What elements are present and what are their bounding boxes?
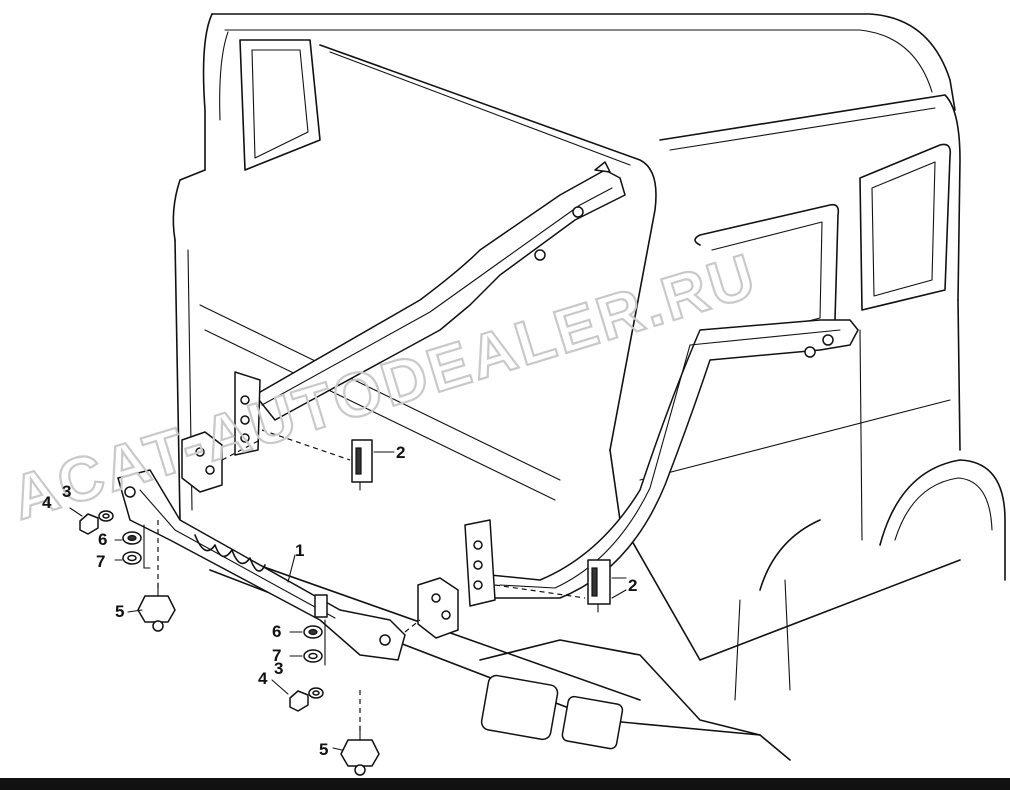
callout-4-left: 4 (42, 493, 52, 512)
callout-3-left: 3 (62, 482, 71, 501)
left-bracket (234, 371, 261, 456)
bottom-border-bar (0, 778, 1010, 790)
callout-5-left: 5 (115, 602, 124, 621)
callout-4-right: 4 (258, 669, 268, 688)
hinge-right (404, 577, 459, 639)
callout-5-right: 5 (319, 740, 328, 759)
latch-right (494, 559, 611, 613)
fasteners-left (79, 510, 159, 590)
callout-1: 1 (295, 541, 304, 560)
callout-7-left: 7 (96, 552, 105, 571)
headlight (480, 674, 559, 741)
truck-cab-outline (172, 13, 1006, 761)
fasteners-right (289, 619, 361, 735)
callout-6-right: 6 (272, 622, 281, 641)
rubber-mount-right (340, 725, 380, 776)
latch-left (261, 429, 373, 491)
callout-2-right: 2 (628, 576, 637, 595)
callout-6-left: 6 (98, 530, 107, 549)
right-bracket (464, 519, 496, 607)
leader-lines (69, 451, 627, 751)
callout-7-right: 7 (272, 646, 281, 665)
cross-member (117, 469, 406, 661)
callout-3-right: 3 (274, 659, 283, 678)
rear-mount-rails (254, 161, 859, 599)
callout-2-left: 2 (396, 443, 405, 462)
fog-light (561, 695, 624, 750)
hinge-left (181, 431, 261, 493)
cross-member-tab (314, 594, 328, 618)
rubber-mount-left (137, 582, 176, 632)
